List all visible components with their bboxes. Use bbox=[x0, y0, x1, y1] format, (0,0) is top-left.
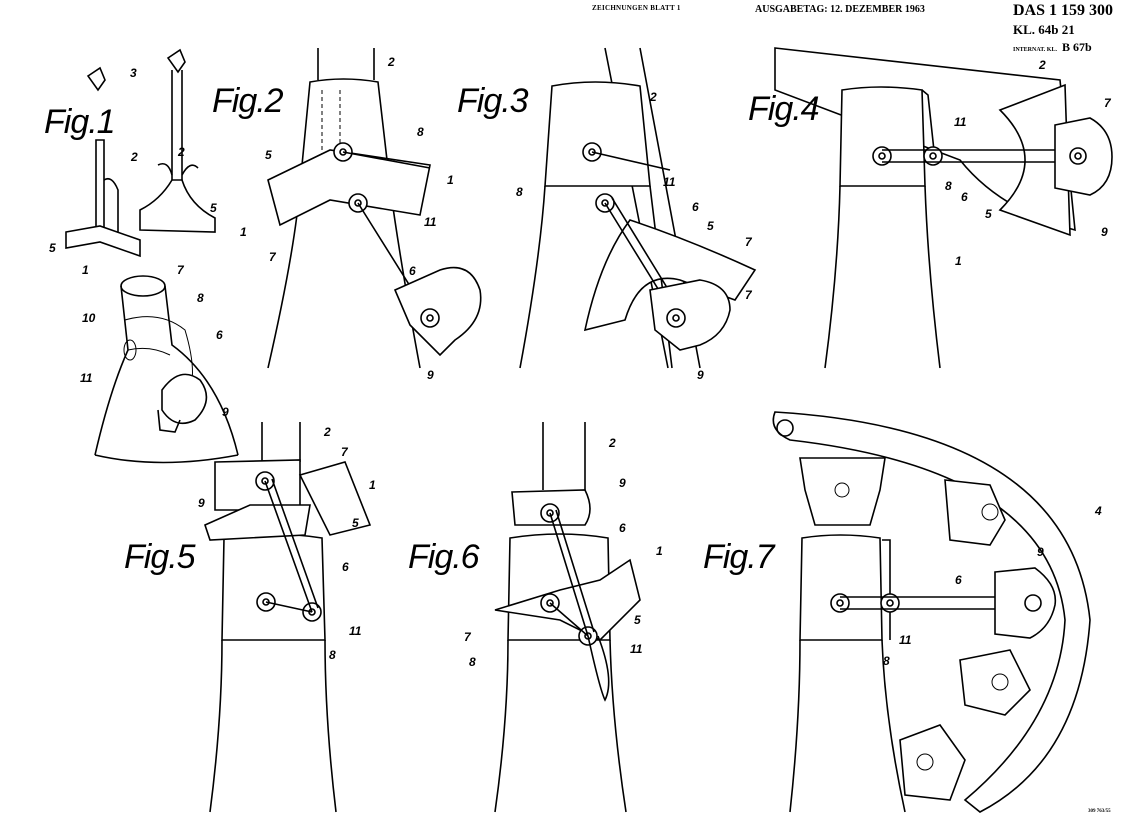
callout: 6 bbox=[961, 190, 968, 204]
part-3-tab bbox=[88, 68, 105, 90]
callout: 2 bbox=[387, 55, 395, 69]
callout: 9 bbox=[198, 496, 205, 510]
callout: 2 bbox=[649, 90, 657, 104]
callout: 11 bbox=[80, 371, 93, 385]
callout: 5 bbox=[352, 516, 359, 530]
part-9-stopper bbox=[162, 374, 206, 423]
part-3-tab bbox=[168, 50, 185, 72]
callout: 11 bbox=[349, 624, 362, 638]
figure-3-label: Fig.3 bbox=[457, 82, 529, 120]
callout: 8 bbox=[329, 648, 336, 662]
bottle-mouth bbox=[121, 276, 165, 296]
stopper-spare bbox=[800, 458, 885, 525]
callout: 11 bbox=[630, 642, 643, 656]
callout: 5 bbox=[634, 613, 641, 627]
callout: 1 bbox=[656, 544, 663, 558]
part-1-bracket bbox=[268, 150, 430, 225]
figure-5-label: Fig.5 bbox=[124, 538, 196, 576]
callout: 6 bbox=[342, 560, 349, 574]
callout: 1 bbox=[82, 263, 89, 277]
callout: 6 bbox=[216, 328, 223, 342]
callout: 8 bbox=[516, 185, 523, 199]
callout: 8 bbox=[469, 655, 476, 669]
callout: 4 bbox=[1094, 504, 1102, 518]
figure-7-label: Fig.7 bbox=[703, 538, 776, 576]
figure-4 bbox=[775, 48, 1112, 368]
figure-3 bbox=[520, 48, 755, 368]
callout: 8 bbox=[197, 291, 204, 305]
figure-1-label: Fig.1 bbox=[44, 103, 115, 141]
figure-6-label: Fig.6 bbox=[408, 538, 480, 576]
callout: 5 bbox=[707, 219, 714, 233]
callout: 3 bbox=[130, 66, 137, 80]
callout: 1 bbox=[369, 478, 376, 492]
callout: 2 bbox=[130, 150, 138, 164]
figure-2-label: Fig.2 bbox=[212, 82, 284, 120]
callout: 1 bbox=[955, 254, 962, 268]
part-1-bracket bbox=[300, 462, 370, 535]
figure-2 bbox=[268, 48, 481, 368]
callout: 5 bbox=[49, 241, 56, 255]
part-9-stopper bbox=[395, 268, 481, 356]
figure-4-label: Fig.4 bbox=[748, 90, 819, 128]
callout: 6 bbox=[955, 573, 962, 587]
callout: 6 bbox=[409, 264, 416, 278]
callout: 9 bbox=[1037, 545, 1044, 559]
callout: 9 bbox=[697, 368, 704, 382]
callout: 7 bbox=[269, 250, 277, 264]
callout: 6 bbox=[692, 200, 699, 214]
callout: 7 bbox=[745, 235, 753, 249]
callout: 9 bbox=[619, 476, 626, 490]
callout: 5 bbox=[985, 207, 992, 221]
callout: 2 bbox=[323, 425, 331, 439]
callout: 11 bbox=[663, 175, 676, 189]
callout: 5 bbox=[210, 201, 217, 215]
figure-5 bbox=[205, 422, 370, 812]
callout: 8 bbox=[417, 125, 424, 139]
callout: 11 bbox=[954, 115, 967, 129]
part-1-base bbox=[66, 226, 140, 256]
callout: 9 bbox=[427, 368, 434, 382]
callout: 11 bbox=[899, 633, 912, 647]
callout: 7 bbox=[745, 288, 753, 302]
callout: 7 bbox=[341, 445, 349, 459]
callout: 2 bbox=[608, 436, 616, 450]
callout: 2 bbox=[1038, 58, 1046, 72]
callout: 6 bbox=[619, 521, 626, 535]
callout: 9 bbox=[1101, 225, 1108, 239]
figure-7 bbox=[773, 412, 1090, 812]
callout: 8 bbox=[883, 654, 890, 668]
callout: 9 bbox=[222, 405, 229, 419]
callout: 10 bbox=[82, 311, 96, 325]
callout: 11 bbox=[424, 215, 437, 229]
callout: 7 bbox=[1104, 96, 1112, 110]
part-5-bracket bbox=[140, 180, 215, 232]
callout: 2 bbox=[177, 145, 185, 159]
callout: 1 bbox=[240, 225, 247, 239]
callout: 7 bbox=[177, 263, 185, 277]
callout: 5 bbox=[265, 148, 272, 162]
callout: 7 bbox=[464, 630, 472, 644]
callout: 8 bbox=[945, 179, 952, 193]
callout: 1 bbox=[447, 173, 454, 187]
